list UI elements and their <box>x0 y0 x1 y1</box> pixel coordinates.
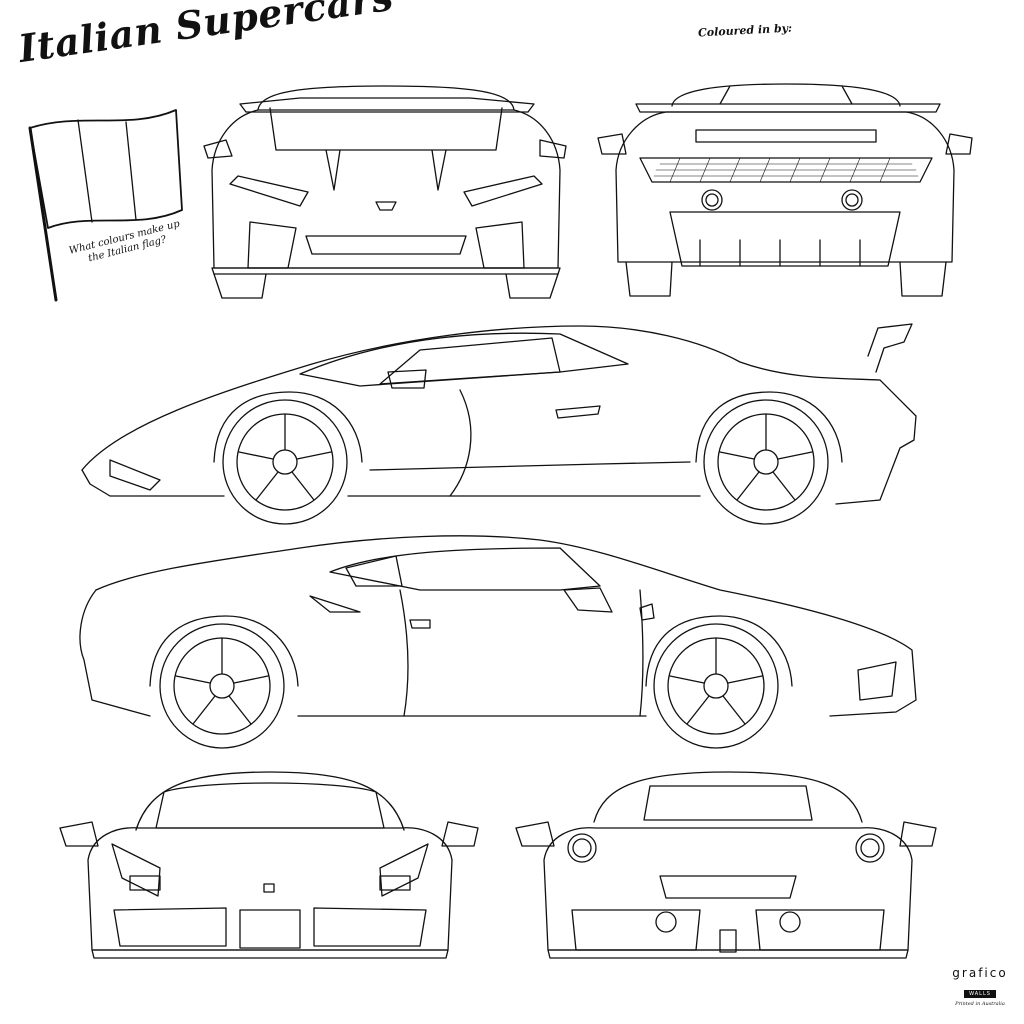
ferrari-side-view <box>80 536 916 748</box>
lamborghini-rear-view <box>598 84 972 296</box>
brand-printed: Printed in Australia <box>955 1001 1005 1007</box>
brand-logo: grafico WALLS Printed in Australia <box>948 966 1012 1007</box>
brand-sub: WALLS <box>964 990 996 998</box>
ferrari-front-view <box>60 772 478 958</box>
ferrari-rear-view <box>516 772 936 958</box>
lamborghini-front-view <box>204 86 566 298</box>
brand-name: grafico <box>952 966 1008 980</box>
lamborghini-side-view <box>82 324 916 524</box>
italian-flag <box>30 110 182 300</box>
